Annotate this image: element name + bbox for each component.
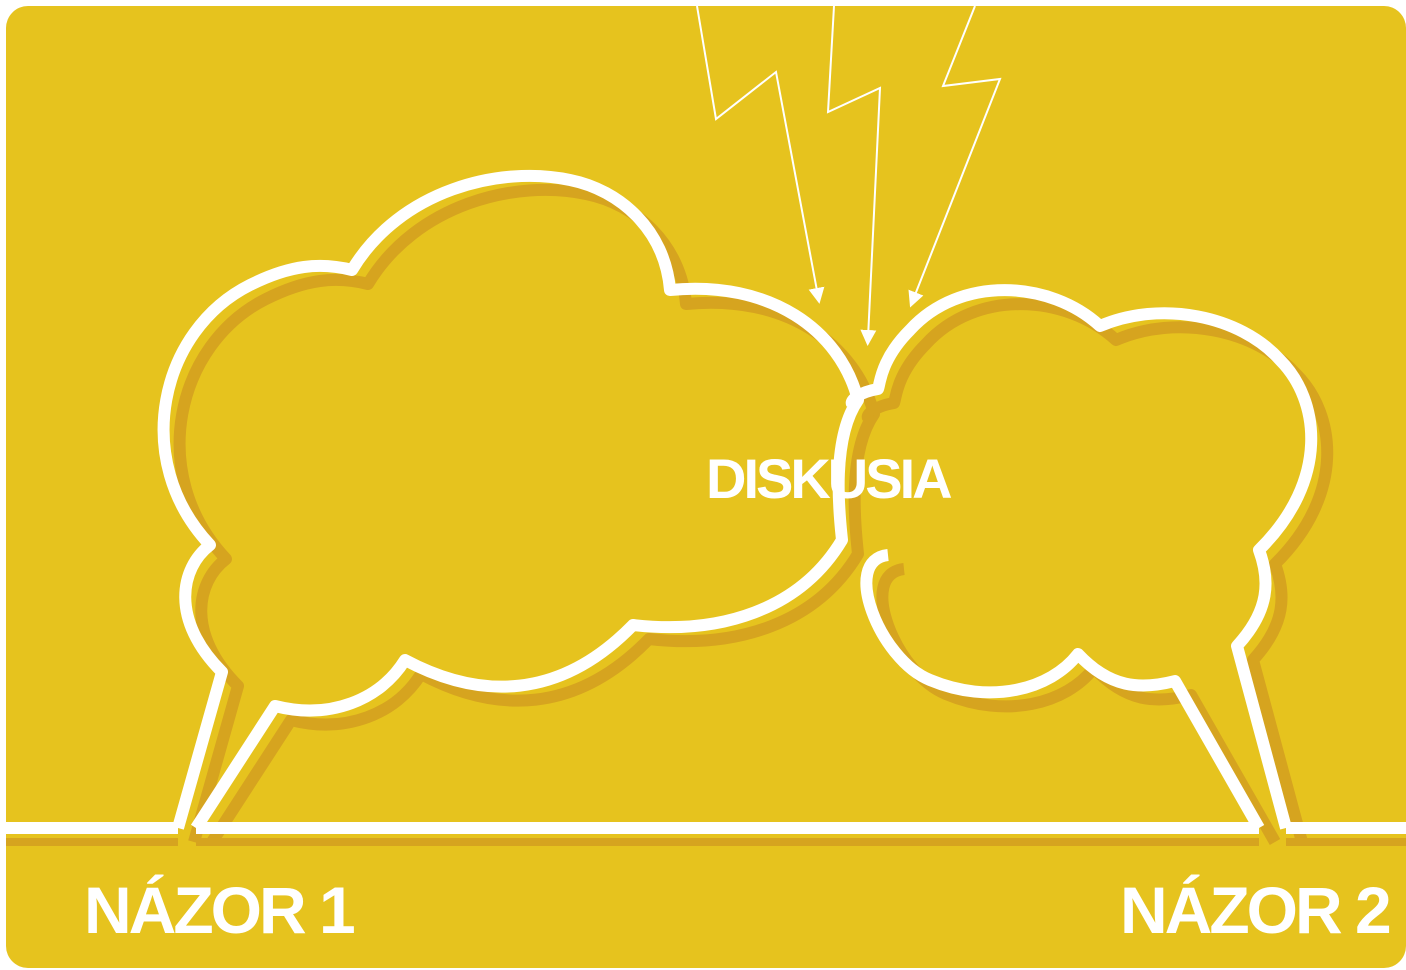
center-label: DISKUSIA — [706, 447, 953, 510]
baseline — [6, 822, 1406, 846]
cloud-shadows — [173, 183, 1334, 846]
lightning-bolts — [696, 5, 1002, 346]
left-cloud-shadow — [173, 183, 880, 846]
opinion-right-label: NÁZOR 2 — [1120, 873, 1392, 947]
right-speech-cloud — [845, 284, 1318, 831]
opinion-left-label: NÁZOR 1 — [84, 873, 356, 947]
left-speech-cloud — [157, 169, 864, 832]
lightning-bolt-icon — [826, 5, 882, 346]
lightning-bolt-icon — [696, 5, 825, 304]
right-cloud-shadow — [861, 298, 1334, 845]
lightning-bolt-icon — [908, 5, 1002, 308]
clouds — [157, 169, 1318, 832]
